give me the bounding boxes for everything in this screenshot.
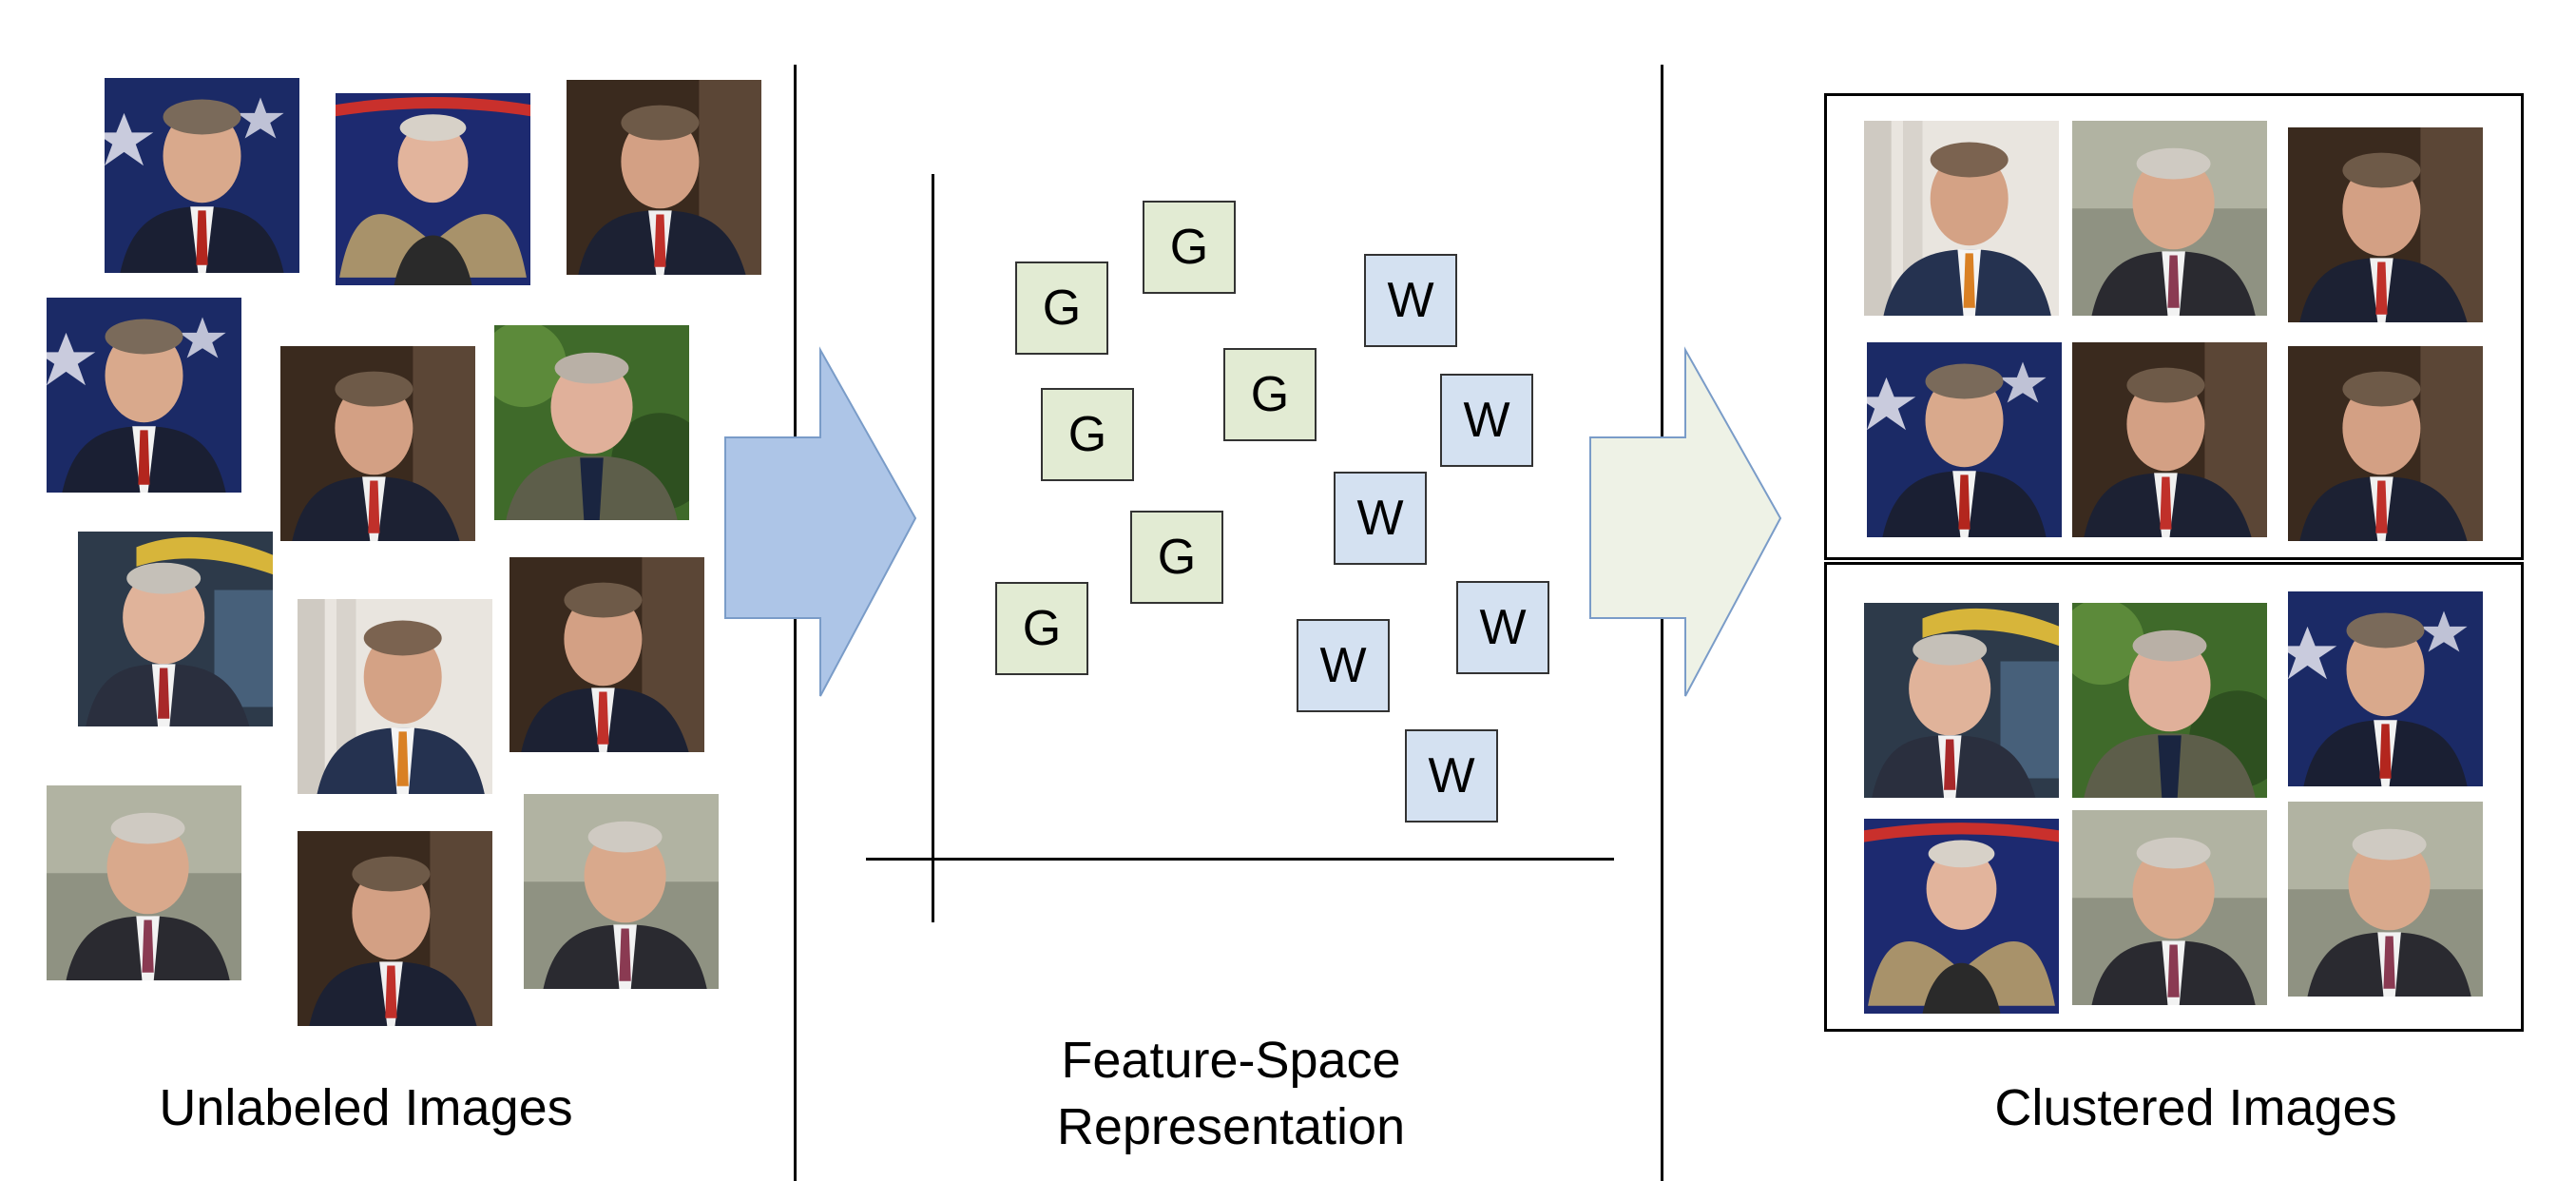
face-photo (1864, 603, 2059, 798)
cluster-box-top (1824, 93, 2524, 560)
caption-unlabeled-images: Unlabeled Images (159, 1079, 573, 1136)
face-photo (47, 298, 241, 493)
face-photo (1864, 121, 2059, 316)
face-photo (2288, 802, 2483, 997)
face-photo (47, 785, 241, 980)
g-point: G (1223, 348, 1317, 441)
face-photo (2288, 346, 2483, 541)
face-photo (524, 794, 719, 989)
y-axis (932, 174, 934, 922)
g-point: G (1143, 201, 1236, 294)
x-axis (866, 858, 1614, 861)
face-photo (1864, 819, 2059, 1014)
caption-feature-space-line1: Feature-Space (1061, 1032, 1401, 1089)
arrow-right-icon (1589, 346, 1782, 697)
section-divider (794, 65, 797, 1181)
face-photo (509, 557, 704, 752)
w-point: W (1364, 254, 1457, 347)
w-point: W (1440, 374, 1533, 467)
face-photo (298, 831, 492, 1026)
g-point: G (995, 582, 1088, 675)
arrow-right-icon (724, 346, 917, 697)
caption-clustered-images: Clustered Images (1994, 1079, 2397, 1136)
g-point: G (1130, 511, 1223, 604)
cluster-box-bottom (1824, 562, 2524, 1032)
w-point: W (1334, 472, 1427, 565)
face-photo (2288, 591, 2483, 786)
w-point: W (1297, 619, 1390, 712)
face-photo (1867, 342, 2062, 537)
face-photo (494, 325, 689, 520)
face-photo (105, 78, 299, 273)
g-point: G (1041, 388, 1134, 481)
face-photo (280, 346, 475, 541)
caption-feature-space-line2: Representation (1056, 1098, 1406, 1155)
caption-feature-space: Feature-Space Representation (989, 1027, 1473, 1160)
face-photo (298, 599, 492, 794)
w-point: W (1456, 581, 1549, 674)
face-photo (2072, 121, 2267, 316)
face-photo (2072, 603, 2267, 798)
section-divider (1661, 65, 1663, 1181)
face-photo (2072, 810, 2267, 1005)
w-point: W (1405, 729, 1498, 823)
face-photo (2072, 342, 2267, 537)
face-photo (78, 532, 273, 726)
face-photo (567, 80, 761, 275)
face-photo (336, 93, 530, 285)
g-point: G (1015, 261, 1108, 355)
face-photo (2288, 127, 2483, 322)
